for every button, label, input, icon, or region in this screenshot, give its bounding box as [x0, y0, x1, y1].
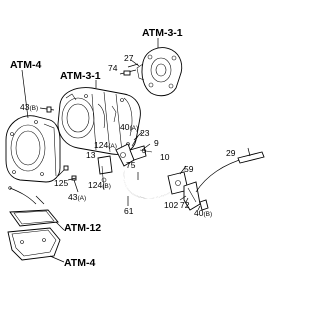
part-number-102: 102 — [164, 200, 178, 210]
shift-lever-assembly — [97, 131, 153, 191]
converter-housing — [5, 115, 61, 183]
extension-housing — [136, 47, 183, 97]
bolts-125-43a — [57, 165, 79, 193]
callout-atm-3-1-top: ATM-3-1 — [142, 27, 183, 39]
bolt-43b — [39, 106, 55, 113]
part-number-125: 125 — [54, 178, 68, 188]
part-number-124b: 124(B) — [88, 180, 111, 190]
callout-atm-4-left: ATM-4 — [10, 59, 41, 71]
part-number-23: 23 — [140, 128, 150, 138]
part-number-13: 13 — [86, 150, 96, 160]
part-number-40a: 40(A) — [120, 122, 138, 132]
oil-pan-gasket — [7, 186, 61, 261]
part-number-75: 75 — [126, 160, 136, 170]
part-number-74: 74 — [108, 63, 118, 73]
part-number-72: 72 — [180, 200, 190, 210]
part-number-10: 10 — [160, 152, 170, 162]
control-cable-bracket — [167, 147, 265, 211]
callout-atm-4-bottom: ATM-4 — [64, 257, 95, 269]
callout-atm-12: ATM-12 — [64, 222, 101, 234]
atm-4-left-leader — [21, 69, 29, 119]
part-number-124a: 124(A) — [94, 140, 117, 150]
part-number-40b: 40(B) — [194, 208, 212, 218]
diagram-svg: ATM-3-1 ATM-4 ATM-3-1 ATM-12 ATM-4 74 27… — [5, 27, 265, 269]
transmission-case — [57, 87, 141, 155]
part-number-61: 61 — [124, 206, 134, 216]
exploded-parts-diagram: ATM-3-1 ATM-4 ATM-3-1 ATM-12 ATM-4 74 27… — [5, 27, 265, 269]
part-number-29: 29 — [226, 148, 236, 158]
part-number-43a: 43(A) — [68, 192, 86, 202]
part-number-9: 9 — [154, 138, 159, 148]
part-number-43b: 43(B) — [20, 102, 38, 112]
cable-harness — [123, 169, 177, 206]
callout-atm-3-1-mid: ATM-3-1 — [60, 70, 101, 82]
atm-4-bottom-leader — [49, 255, 65, 263]
part-number-59: 59 — [184, 164, 194, 174]
part-number-27: 27 — [124, 53, 134, 63]
pin-parts-74-27 — [119, 59, 140, 76]
atm-12-leader — [55, 221, 65, 231]
